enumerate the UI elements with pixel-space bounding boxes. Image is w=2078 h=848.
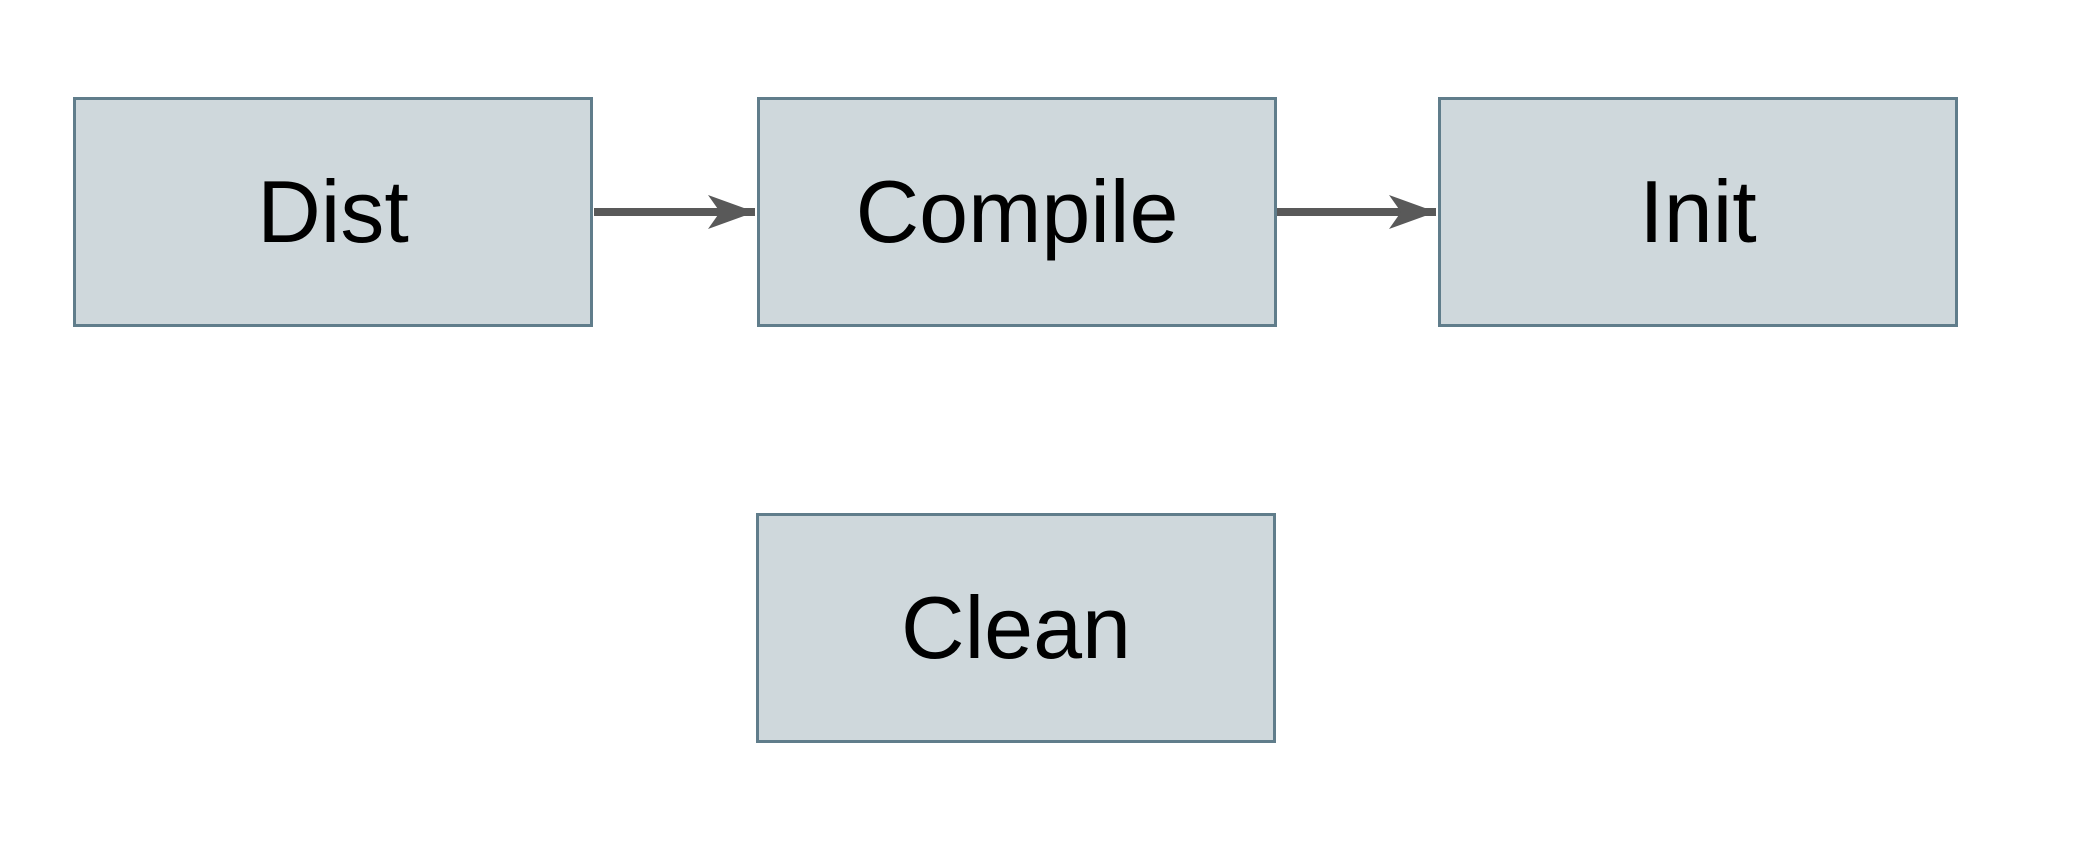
node-init-label: Init xyxy=(1639,162,1757,261)
node-compile-label: Compile xyxy=(855,162,1179,261)
node-dist-label: Dist xyxy=(257,162,409,261)
node-compile: Compile xyxy=(757,97,1277,327)
node-dist: Dist xyxy=(73,97,593,327)
node-clean-label: Clean xyxy=(901,578,1131,677)
node-init: Init xyxy=(1438,97,1958,327)
node-clean: Clean xyxy=(756,513,1276,743)
